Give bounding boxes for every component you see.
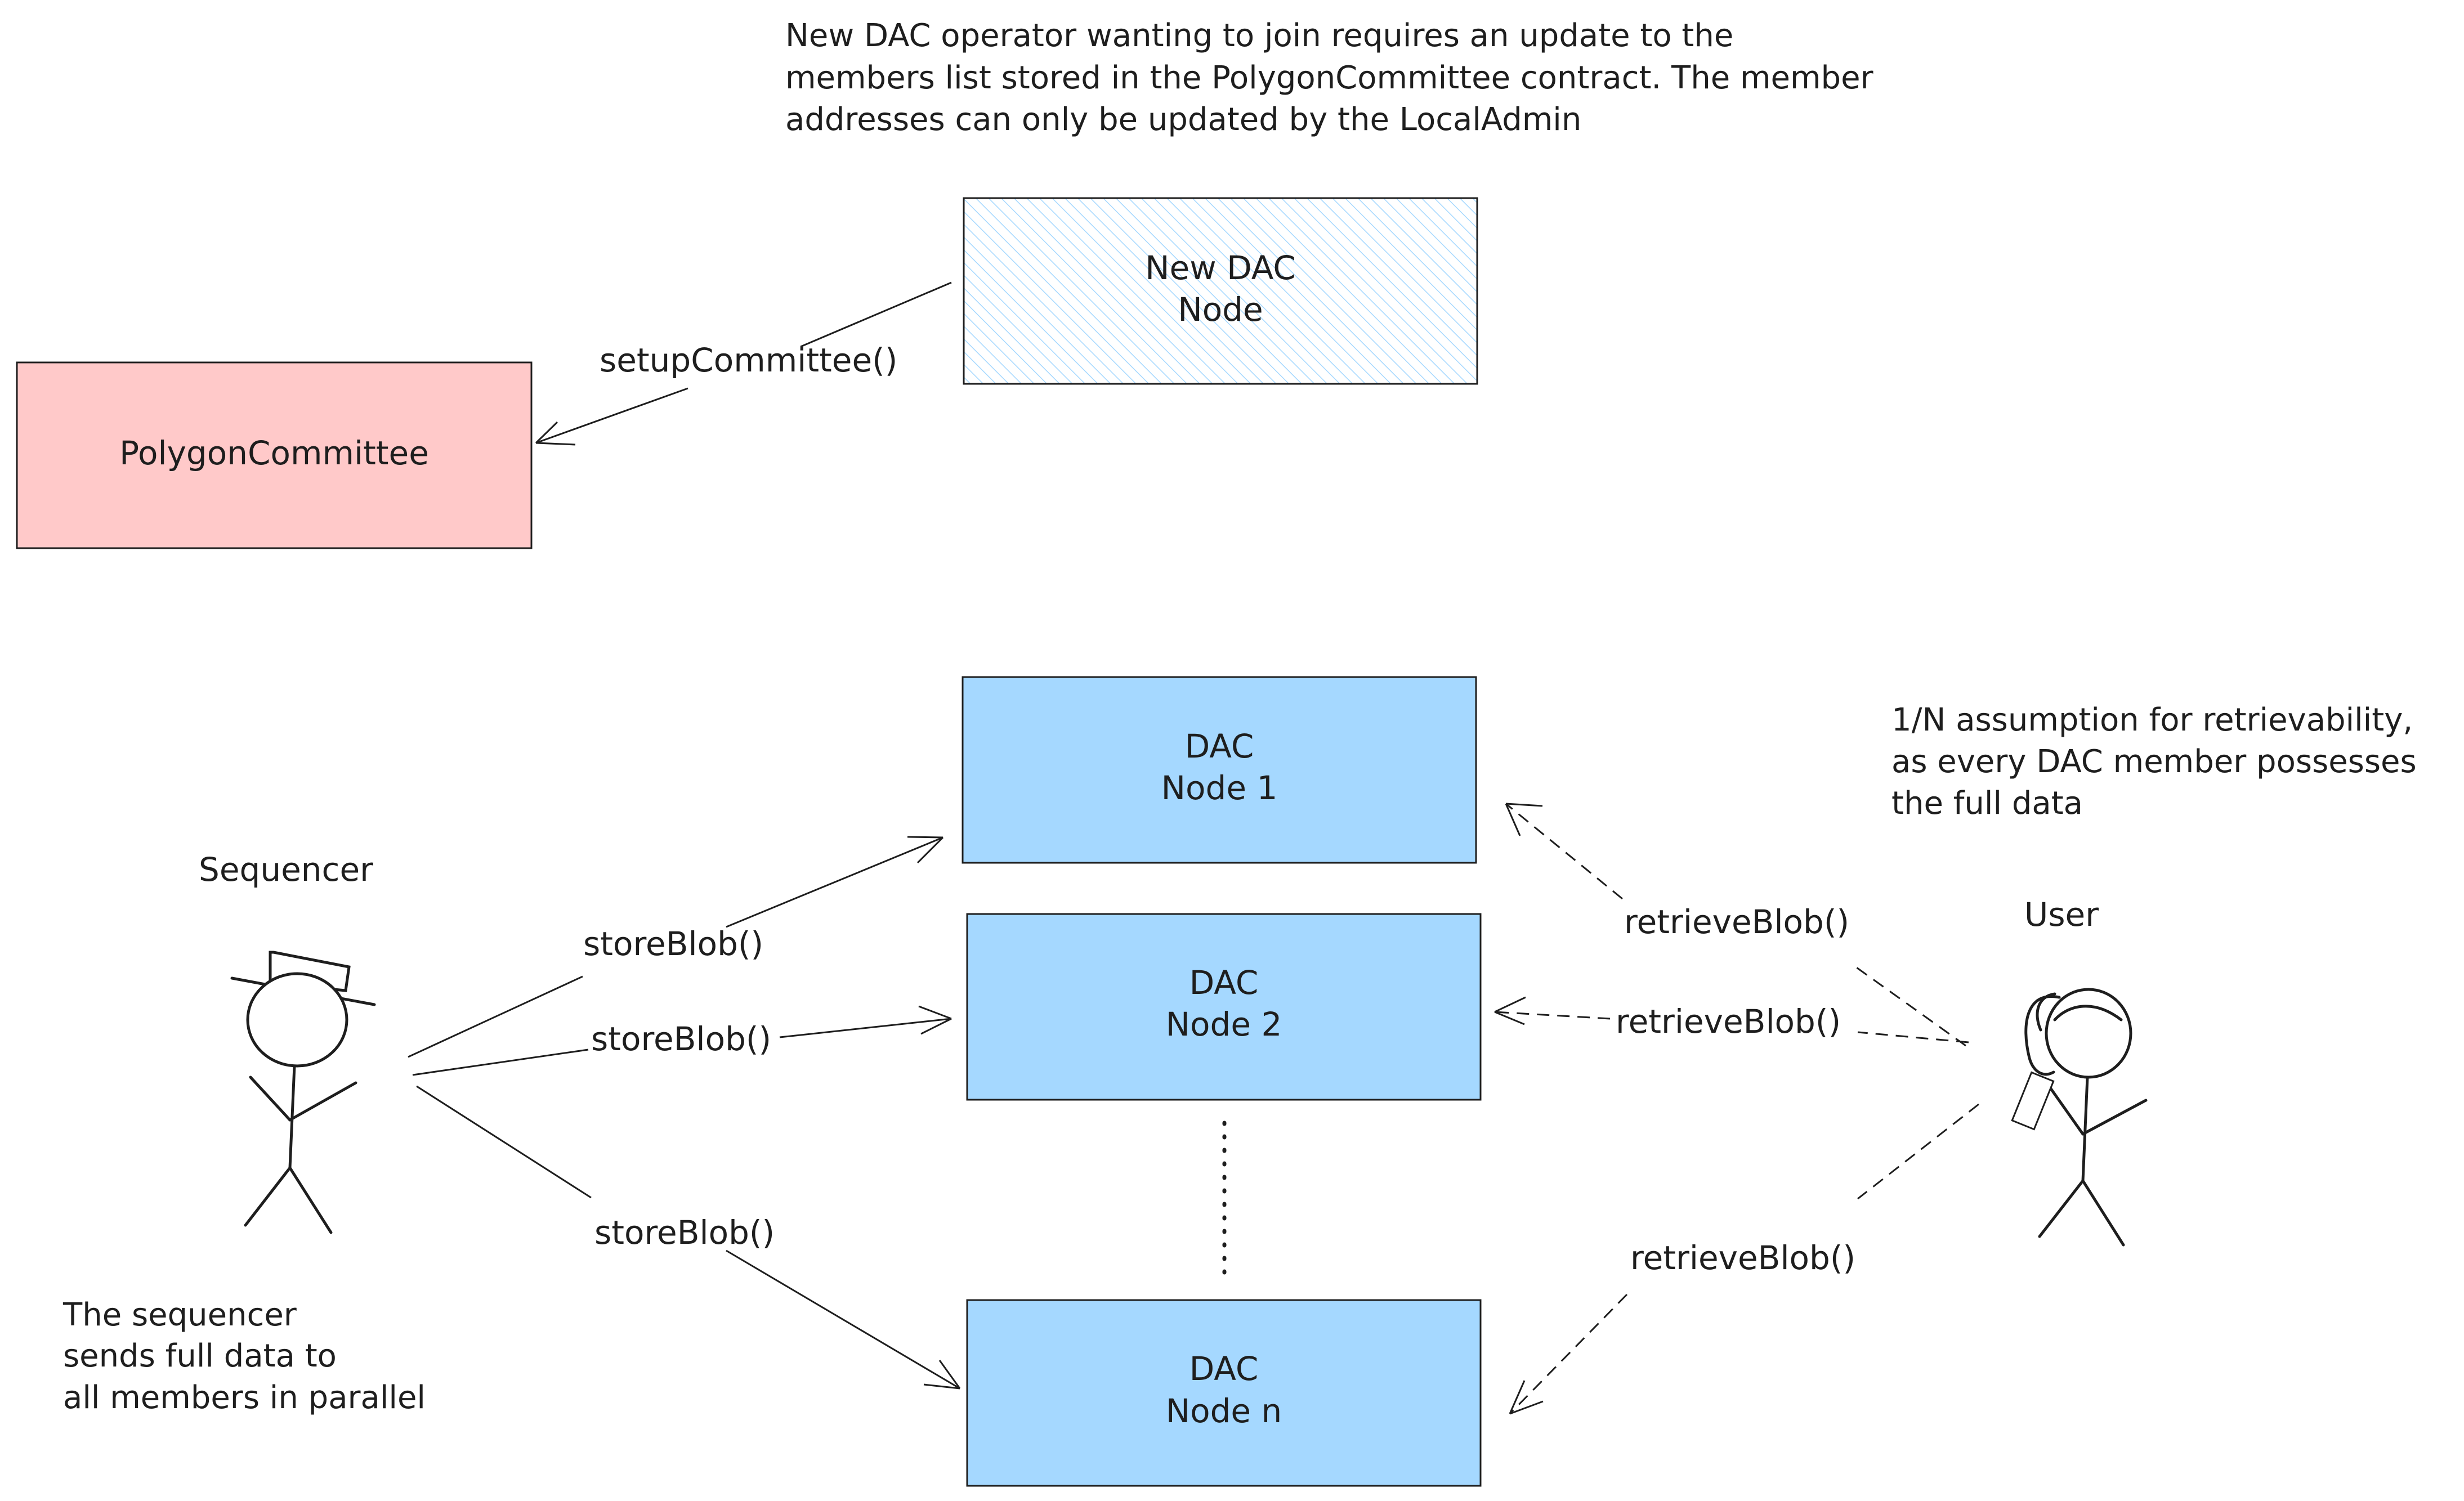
setup-committee-arrow [535, 281, 952, 446]
stick-figure-with-phone-icon [2011, 988, 2148, 1247]
user-note-line-3: the full data [1891, 785, 2083, 822]
new-dac-node-line-1: New DAC [1145, 249, 1296, 287]
store-blob-arrow-1 [408, 836, 944, 1058]
top-note-line-3: addresses can only be updated by the Loc… [785, 101, 1581, 138]
retrieve-blob-label-2: retrieveBlob() [1616, 1002, 1841, 1041]
store-blob-label-1: storeBlob() [583, 925, 763, 963]
new-dac-node-box: New DAC Node [963, 197, 1478, 385]
sequencer-label: Sequencer [199, 850, 373, 889]
stick-figure-with-hat-icon [230, 951, 376, 1234]
store-blob-arrow-2 [412, 1005, 952, 1076]
top-note-line-1: New DAC operator wanting to join require… [785, 17, 1733, 54]
sequencer-note-line-3: all members in parallel [63, 1379, 426, 1416]
dac-node-2-box: DAC Node 2 [966, 913, 1482, 1101]
new-dac-node-line-2: Node [1178, 290, 1263, 329]
retrieve-blob-arrow-1 [1505, 803, 1966, 1047]
dac-node-2-line-2: Node 2 [1166, 1005, 1282, 1043]
sequencer-note: The sequencer sends full data to all mem… [62, 1297, 426, 1416]
polygon-committee-box: PolygonCommittee [16, 361, 533, 549]
store-blob-arrow-n [416, 1085, 961, 1390]
retrieve-blob-arrow-2 [1494, 1011, 1969, 1043]
dac-node-1-line-1: DAC [1185, 727, 1254, 765]
user-note: 1/N assumption for retrievability, as ev… [1891, 702, 2417, 822]
sequencer-note-line-2: sends full data to [63, 1338, 337, 1374]
dac-node-2-line-1: DAC [1189, 964, 1259, 1002]
user-note-line-1: 1/N assumption for retrievability, [1891, 702, 2413, 738]
store-blob-label-n: storeBlob() [594, 1213, 775, 1252]
retrieve-blob-label-1: retrieveBlob() [1624, 903, 1849, 941]
store-blob-label-2: storeBlob() [591, 1020, 771, 1058]
dac-node-n-line-1: DAC [1189, 1350, 1259, 1388]
top-note-line-2: members list stored in the PolygonCommit… [785, 60, 1874, 96]
retrieve-blob-arrow-n [1509, 1103, 1979, 1415]
setup-committee-label: setupCommittee() [600, 341, 897, 379]
dac-node-n-box: DAC Node n [966, 1299, 1482, 1487]
top-note: New DAC operator wanting to join require… [785, 17, 1874, 138]
polygon-committee-label: PolygonCommittee [119, 434, 429, 472]
retrieve-arrowheads [1494, 803, 1544, 1415]
dac-node-1-line-2: Node 1 [1161, 769, 1278, 807]
dac-node-n-line-2: Node n [1166, 1392, 1282, 1430]
sequencer-note-line-1: The sequencer [62, 1297, 297, 1333]
user-label: User [2024, 895, 2099, 934]
user-note-line-2: as every DAC member possesses [1891, 743, 2417, 780]
retrieve-blob-label-n: retrieveBlob() [1630, 1239, 1855, 1277]
dac-node-1-box: DAC Node 1 [962, 676, 1477, 864]
